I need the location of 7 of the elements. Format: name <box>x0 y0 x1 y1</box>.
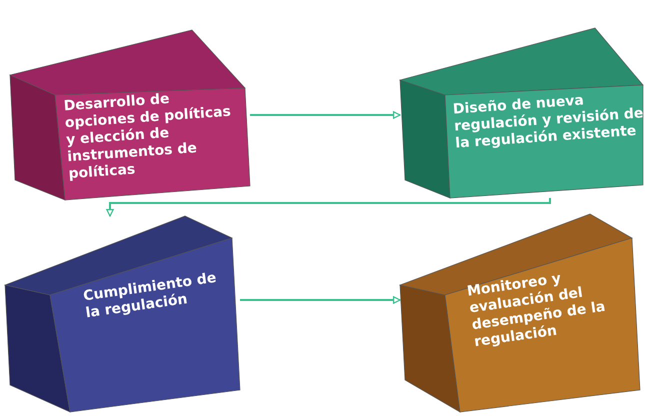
arrow <box>240 296 401 304</box>
arrow <box>250 111 401 119</box>
block-label: Desarrollo de opciones de políticas y elección de instrumentos de políticas <box>63 90 232 184</box>
block-label: Monitoreo y evaluación del desempeño de la regulación <box>466 270 608 352</box>
block-label: Cumplimiento de la regulación <box>82 268 218 322</box>
block-label: Diseño de nueva regulación y revisión de la regulación existente <box>452 92 645 153</box>
arrow <box>106 198 551 217</box>
